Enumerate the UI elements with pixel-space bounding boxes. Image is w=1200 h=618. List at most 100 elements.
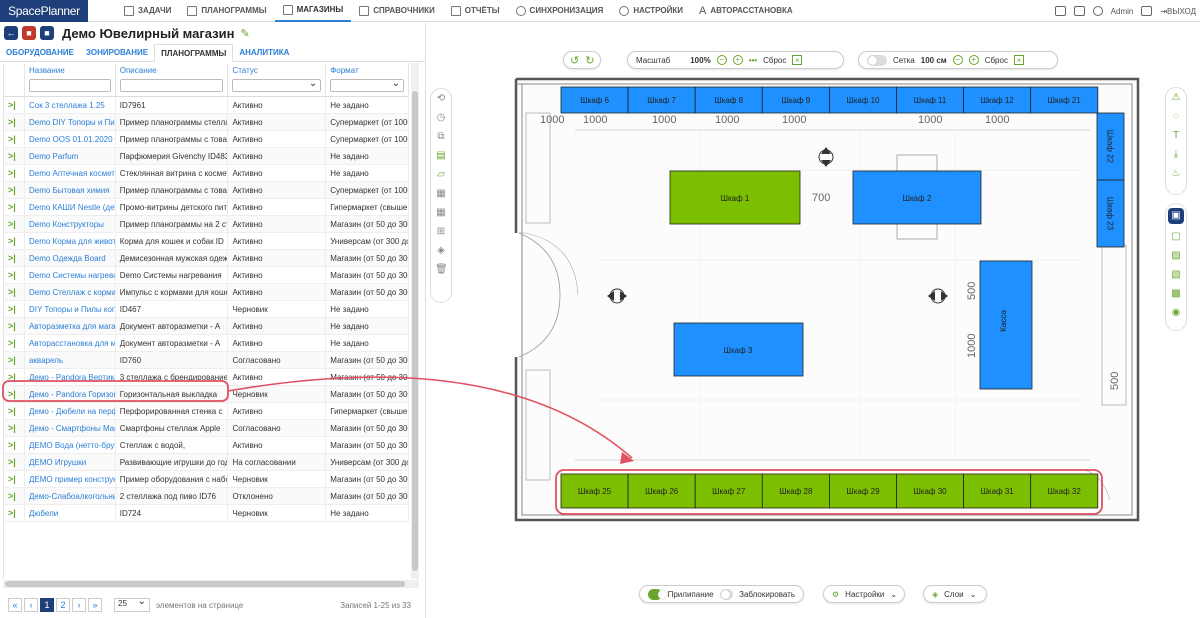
planogram-name-link[interactable]: Демо-Слабоалкогольные	[25, 487, 116, 505]
header-name[interactable]: Название	[25, 63, 116, 96]
planogram-name-link[interactable]: ДЕМО пример конструкторы	[25, 470, 116, 488]
open-planogram-icon[interactable]: >|	[4, 470, 25, 488]
table-row[interactable]: >|Demo Стеллаж с кормамиИмпульс с кормам…	[4, 283, 409, 301]
fire-icon[interactable]: ♨	[1171, 168, 1181, 179]
planogram-name-link[interactable]: Demo Стеллаж с кормами	[25, 283, 116, 301]
planogram-view-icon[interactable]: ▣	[1168, 208, 1184, 224]
label-icon[interactable]: ▨	[1171, 250, 1181, 261]
layers-dropdown[interactable]: ◈ Слои ⌄	[923, 585, 987, 603]
undo-icon[interactable]: ↺	[570, 54, 580, 67]
next-page-button[interactable]: ›	[72, 598, 86, 612]
lock-toggle[interactable]	[719, 588, 734, 600]
cashier-desk[interactable]	[979, 260, 1033, 390]
snap-toggle[interactable]	[648, 588, 667, 600]
download-icon[interactable]: ⤓	[1173, 149, 1179, 160]
planogram-name-link[interactable]: Demo Системы нагрева	[25, 266, 116, 284]
warning-icon[interactable]: ⚠	[1171, 92, 1181, 103]
shelf-2[interactable]	[852, 170, 982, 225]
planogram-name-link[interactable]: ДЕМО Игрушки	[25, 453, 116, 471]
grid-3x3-icon[interactable]: ▦	[436, 188, 446, 199]
scroll-thumb[interactable]	[412, 91, 418, 571]
nav-item-sync[interactable]: СИНХРОНИЗАЦИЯ	[508, 0, 612, 22]
open-planogram-icon[interactable]: >|	[4, 232, 25, 250]
photo-icon[interactable]: ▩	[1171, 288, 1181, 299]
top-shelf[interactable]	[963, 86, 1032, 114]
user-icon[interactable]	[1141, 6, 1153, 16]
open-planogram-icon[interactable]: >|	[4, 181, 25, 199]
text-icon[interactable]: T	[1172, 130, 1180, 141]
page-button-1[interactable]: 1	[40, 598, 54, 612]
panel-divider[interactable]	[425, 23, 426, 618]
planogram-name-link[interactable]: Демо - Pandora Горизонтальная	[25, 385, 116, 403]
save-as-button[interactable]: ■	[40, 26, 54, 40]
tag-icon[interactable]: ▧	[1171, 269, 1181, 280]
planogram-name-link[interactable]: ДЕМО Вода (нетто-брутто)	[25, 436, 116, 454]
layers-icon[interactable]: ◈	[437, 245, 445, 256]
bottom-shelf[interactable]	[963, 473, 1032, 509]
table-vertical-scrollbar[interactable]	[411, 63, 419, 579]
nav-item-stores[interactable]: МАГАЗИНЫ	[274, 0, 352, 22]
scroll-thumb[interactable]	[5, 581, 405, 587]
open-planogram-icon[interactable]: >|	[4, 317, 25, 335]
header-description[interactable]: Описание	[116, 63, 229, 96]
planogram-name-link[interactable]: Demo OOS 01.01.2020	[25, 130, 116, 148]
open-planogram-icon[interactable]: >|	[4, 164, 25, 182]
planogram-name-link[interactable]: Demo КАШИ Nestle (детское)	[25, 198, 116, 216]
open-planogram-icon[interactable]: >|	[4, 249, 25, 267]
copy-icon[interactable]: ⧉	[437, 131, 445, 142]
planogram-name-link[interactable]: Сок 3 стеллажа 1.25	[25, 96, 116, 114]
open-planogram-icon[interactable]: >|	[4, 351, 25, 369]
open-planogram-icon[interactable]: >|	[4, 215, 25, 233]
shelf-1[interactable]	[669, 170, 801, 225]
grid-4x4-icon[interactable]: ▦	[436, 207, 446, 218]
last-page-button[interactable]: »	[88, 598, 102, 612]
name-filter-input[interactable]	[28, 79, 111, 92]
history-icon[interactable]: ⟲	[436, 93, 446, 104]
planogram-name-link[interactable]: Демо - Дюбели на перфорации	[25, 402, 116, 420]
open-planogram-icon[interactable]: >|	[4, 487, 25, 505]
planogram-name-link[interactable]: Demo Parfum	[25, 147, 116, 165]
open-planogram-icon[interactable]: >|	[4, 402, 25, 420]
grid-minus-button[interactable]: −	[952, 55, 963, 65]
bottom-shelf[interactable]	[896, 473, 964, 509]
planogram-name-link[interactable]: Demo Корма для животных	[25, 232, 116, 250]
planogram-name-link[interactable]: DIY Топоры и Пилы копия	[25, 300, 116, 318]
back-button[interactable]: ←	[4, 26, 18, 40]
table-row[interactable]: >|Авторазметка для магазинаДокумент авто…	[4, 317, 409, 335]
nav-item-planograms[interactable]: ПЛАНОГРАММЫ	[179, 0, 274, 22]
top-shelf[interactable]	[560, 86, 629, 114]
user-name[interactable]: Admin	[1110, 6, 1134, 16]
bottom-shelf[interactable]	[829, 473, 897, 509]
table-row[interactable]: >|Демо - Дюбели на перфорацииПерфорирова…	[4, 402, 409, 420]
shelf-3[interactable]	[673, 322, 804, 377]
bottom-shelf[interactable]	[761, 473, 830, 509]
top-shelf[interactable]	[694, 86, 763, 114]
grid-plus-button[interactable]: +	[968, 55, 979, 65]
table-horizontal-scrollbar[interactable]	[3, 580, 419, 588]
table-row[interactable]: >|Demo КАШИ Nestle (детское)Промо-витрин…	[4, 198, 409, 216]
table-row[interactable]: >|Демо - Pandora ГоризонтальнаяГоризонта…	[4, 385, 409, 403]
table-row[interactable]: >|Демо - Смартфоны MagazineСмартфоны сте…	[4, 419, 409, 437]
planogram-name-link[interactable]: Дюбели	[25, 504, 116, 522]
open-planogram-icon[interactable]: >|	[4, 198, 25, 216]
trash-icon[interactable]: 🗑	[435, 264, 448, 275]
logout-button[interactable]: ⇥ВЫХОД	[1160, 7, 1196, 16]
tab-analytics[interactable]: АНАЛИТИКА	[239, 48, 290, 57]
page-button-2[interactable]: 2	[56, 598, 70, 612]
scale-reset-button[interactable]: ×	[792, 55, 803, 65]
bottom-shelf[interactable]	[560, 473, 629, 509]
planogram-name-link[interactable]: Demo Одежда Board	[25, 249, 116, 267]
settings-dropdown[interactable]: ⚙ Настройки ⌄	[823, 585, 905, 603]
grid-toggle[interactable]	[867, 54, 887, 66]
calendar-icon[interactable]	[1073, 6, 1085, 16]
grid-reset-button[interactable]: ×	[1013, 55, 1024, 65]
open-planogram-icon[interactable]: >|	[4, 147, 25, 165]
